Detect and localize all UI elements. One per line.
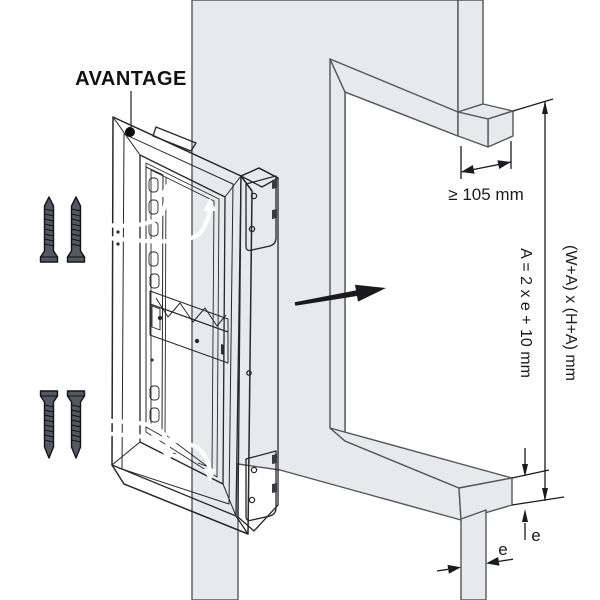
white-guide-arrow-icon	[90, 195, 169, 228]
white-guide-arrow-icon	[90, 208, 213, 244]
product-callout: AVANTAGE	[75, 68, 187, 137]
white-guide-arrow-icon	[90, 429, 213, 471]
side-panel-hole	[246, 370, 252, 376]
dimension-cutout-size: (W+A) x (H+A) mm A = 2 x e + 10 mm	[511, 98, 579, 506]
product-label: AVANTAGE	[75, 68, 187, 90]
cross-member	[149, 290, 229, 364]
side-panel-top-face	[240, 167, 279, 188]
callout-dot-icon	[125, 127, 135, 137]
dimension-wall-thickness-side: e	[511, 448, 550, 545]
dimension-wall-thickness-bottom: e	[436, 540, 514, 574]
interior-hole	[150, 358, 154, 362]
header-beam-front-face	[457, 111, 489, 148]
bracket-clip	[272, 209, 277, 219]
bracket-hole	[250, 466, 258, 474]
screw-hole	[116, 242, 120, 246]
bracket-hole	[248, 496, 256, 504]
bracket-clip	[272, 483, 277, 493]
mounting-bracket-bottom	[245, 450, 277, 522]
screws	[39, 196, 86, 459]
screw-icon	[39, 390, 59, 459]
bracket-clip	[272, 179, 277, 189]
margin-formula-label: A = 2 x e + 10 mm	[517, 248, 534, 378]
guide-arrows	[90, 184, 217, 482]
screw-icon	[66, 196, 86, 263]
screw-icon	[39, 196, 59, 263]
white-guide-arrow-icon	[90, 417, 171, 452]
mounting-frame	[90, 116, 279, 535]
insertion-direction-arrow-icon	[294, 284, 386, 306]
side-panel	[237, 167, 279, 532]
dimensions: ≥ 105 mm (W+A) x (H+A) mm A = 2 x e + 10…	[436, 98, 579, 574]
wall-edge-strip-bottom	[460, 509, 487, 600]
dimension-niche-depth: ≥ 105 mm	[448, 141, 524, 204]
screw-icon	[66, 390, 86, 459]
bezel	[111, 116, 253, 535]
cutout-formula-label: (W+A) x (H+A) mm	[562, 245, 579, 381]
screw-hole	[116, 230, 120, 234]
mounting-bracket-top	[245, 175, 277, 252]
left-rail	[145, 166, 164, 437]
bracket-clip	[272, 454, 277, 464]
niche-depth-label: ≥ 105 mm	[448, 185, 523, 204]
wall-thickness-bottom-label: e	[498, 540, 507, 559]
wall-opening-jamb	[329, 58, 346, 442]
wall-thickness-side-label: e	[531, 526, 540, 545]
wall-edge-strip-top	[457, 0, 484, 113]
bezel-top-clip	[152, 126, 197, 152]
